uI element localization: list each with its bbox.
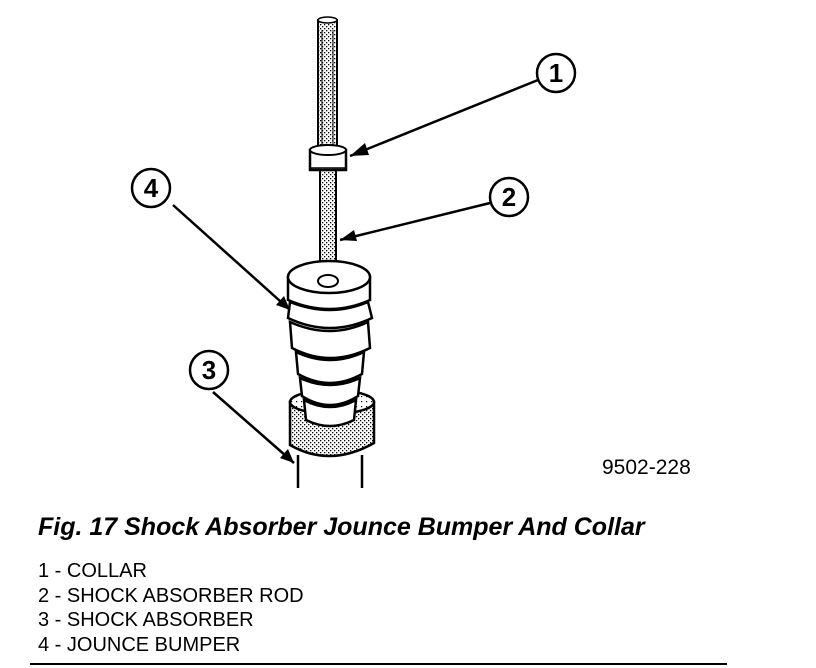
leader-line-3 (212, 391, 295, 464)
legend-item: 2 - SHOCK ABSORBER ROD (38, 584, 304, 607)
callout-2: 2 (488, 176, 530, 218)
callout-4-number: 4 (144, 173, 159, 203)
jounce-bumper (286, 259, 374, 428)
arrowhead-2 (340, 230, 357, 241)
callout-3-number: 3 (202, 355, 216, 385)
legend-item: 4 - JOUNCE BUMPER (38, 633, 241, 656)
leader-arrowheads (276, 143, 369, 463)
callout-2-number: 2 (502, 182, 516, 212)
collar (308, 144, 348, 172)
legend-item: 1 - COLLAR (38, 560, 147, 582)
leader-lines (172, 78, 539, 464)
figure-id-label: 9502-228 (602, 456, 691, 479)
callout-4: 4 (130, 167, 172, 209)
leader-line-4 (172, 204, 291, 311)
leader-line-1 (349, 78, 539, 158)
callout-1: 1 (535, 52, 577, 94)
callout-1-number: 1 (549, 58, 563, 88)
callout-3: 3 (188, 349, 230, 391)
bottom-rule (30, 663, 727, 665)
legend-item: 3 - SHOCK ABSORBER (38, 609, 254, 631)
arrowhead-1 (350, 143, 369, 156)
leader-line-2 (339, 201, 491, 242)
figure-caption: Fig. 17 Shock Absorber Jounce Bumper And… (38, 513, 645, 541)
arrowhead-4 (276, 296, 290, 310)
legend-list: 1 - COLLAR 2 - SHOCK ABSORBER ROD 3 - SH… (38, 559, 304, 657)
arrowhead-3 (280, 449, 294, 463)
shock-absorber-illustration: 1 2 3 4 (130, 16, 577, 488)
